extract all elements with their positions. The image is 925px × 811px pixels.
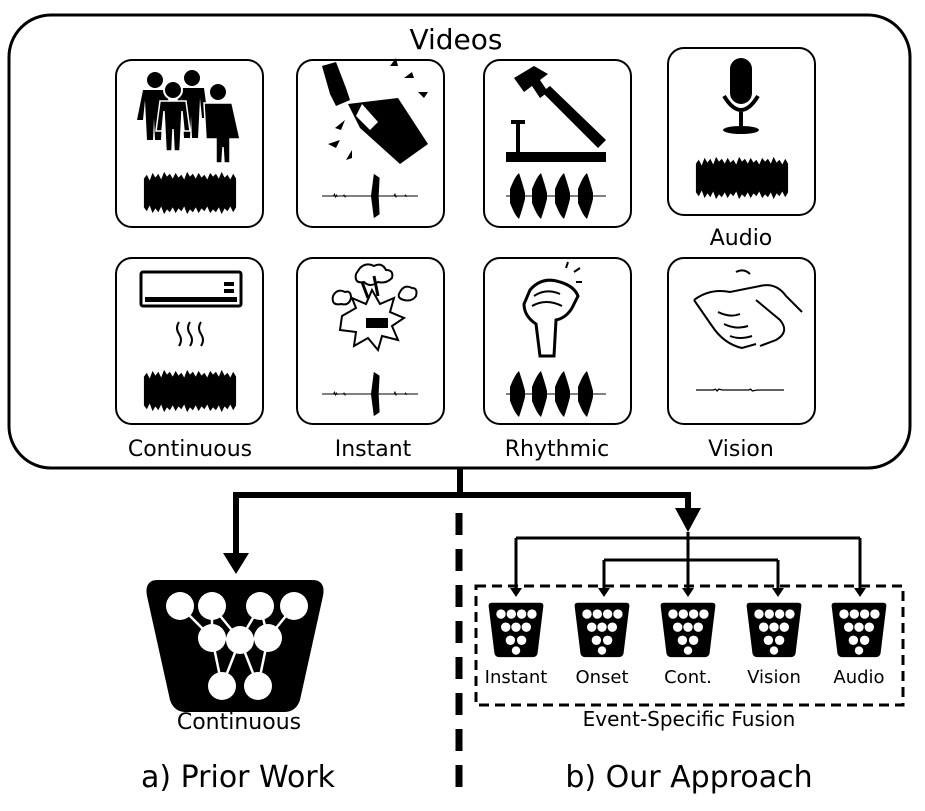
network-cont-icon: [660, 602, 716, 658]
event-specific-fusion: Instant Onset Cont. Vision Audio Event-S…: [474, 584, 905, 731]
card-label-continuous: Continuous: [128, 437, 252, 462]
network-instant-icon: [488, 602, 544, 658]
fusion-distribution: [514, 532, 862, 590]
network-label-onset: Onset: [575, 667, 628, 688]
card-label-instant: Instant: [335, 437, 412, 462]
network-label-audio: Audio: [833, 667, 884, 688]
videos-title: Videos: [409, 23, 502, 56]
caption-prior-work: a) Prior Work: [141, 760, 336, 795]
prior-network-label: Continuous: [177, 710, 301, 735]
card-breaking-bottle: [296, 58, 445, 228]
hammer-nail-icon: [506, 66, 606, 162]
network-label-vision: Vision: [747, 667, 801, 688]
card-hammer-nail: [483, 59, 632, 228]
card-explosion: Instant: [296, 257, 445, 462]
card-label-rhythmic: Rhythmic: [505, 437, 609, 462]
card-finger-snap: Rhythmic: [483, 257, 632, 462]
waveform-continuous: [143, 369, 237, 413]
caption-our-approach: b) Our Approach: [565, 760, 812, 795]
card-crowd: [115, 59, 264, 228]
explosion-icon: [331, 263, 418, 353]
crowd-icon: [137, 70, 241, 164]
network-vision-icon: [746, 602, 802, 658]
network-audio-icon: [831, 602, 887, 658]
prior-work-network: Continuous: [146, 580, 324, 735]
branch-ours: [460, 492, 691, 511]
arrow-ours: [675, 508, 701, 532]
arrowheads-fusion: [510, 588, 866, 597]
waveform-continuous: [695, 156, 789, 200]
network-label-cont: Cont.: [664, 667, 712, 688]
handshake-icon: [693, 269, 803, 350]
arrow-prior: [223, 553, 249, 574]
fusion-group-label: Event-Specific Fusion: [583, 707, 796, 731]
finger-snap-icon: [522, 261, 582, 358]
card-label-vision: Vision: [708, 437, 774, 462]
breaking-bottle-icon: [322, 58, 428, 164]
waveform-flat: [695, 388, 785, 392]
branch-prior: [233, 492, 460, 556]
network-label-instant: Instant: [485, 667, 548, 688]
connectors: [223, 468, 866, 800]
card-label-audio: Audio: [710, 226, 773, 251]
card-air-conditioner: Continuous: [115, 257, 264, 462]
network-nodes: [166, 592, 308, 700]
microphone-icon: [722, 58, 760, 134]
fusion-box: [474, 584, 905, 707]
air-conditioner-icon: [139, 270, 243, 347]
card-microphone: Audio: [667, 47, 816, 251]
waveform-continuous: [143, 171, 237, 215]
card-handshake: Vision: [667, 257, 816, 462]
network-onset-icon: [574, 602, 630, 658]
